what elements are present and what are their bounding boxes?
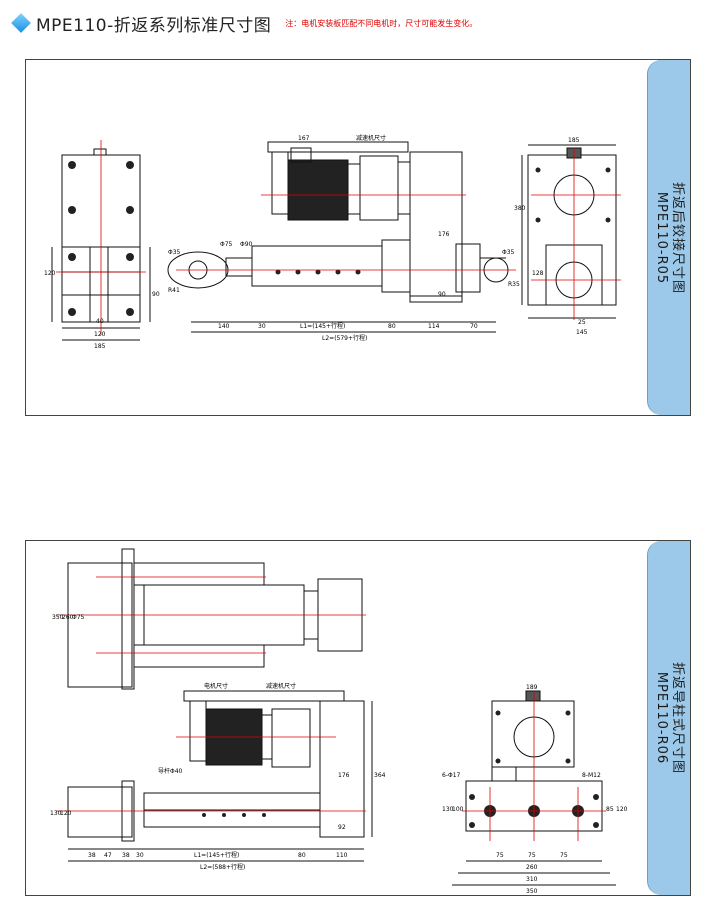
top-view-frame: [67, 562, 133, 688]
dim-holes6: 6-Φ17: [442, 772, 461, 779]
dim-120: 120: [94, 331, 106, 338]
dim-motor: 电机尺寸: [204, 682, 228, 690]
dim-75c: 75: [560, 852, 568, 859]
side-label-model: MPE110-R05: [654, 191, 669, 284]
side-label-title: 折返后铰接尺寸图: [670, 181, 685, 294]
dim-189: 189: [526, 684, 538, 691]
diamond-icon: [11, 13, 31, 33]
page-header: MPE110-折返系列标准尺寸图 注：电机安装板匹配不同电机时，尺寸可能发生变化…: [6, 8, 477, 38]
page-title: MPE110-折返系列标准尺寸图: [36, 15, 272, 36]
dim-114: 114: [428, 323, 440, 330]
dim-185b: 185: [94, 343, 106, 350]
dim-350: 350: [52, 614, 64, 621]
dim-176: 176: [338, 772, 350, 779]
dim-176: 176: [438, 231, 450, 238]
dim-380: 380: [514, 205, 526, 212]
dim-185: 185: [568, 137, 580, 144]
dim-reducer: 减速机尺寸: [266, 682, 296, 690]
dim-phi75: Φ75: [220, 241, 233, 248]
dim-guide: 导杆Φ40: [158, 767, 183, 775]
dim-310: 310: [526, 876, 538, 883]
side-tab-r06: 折返导柱式尺寸图 MPE110-R06: [647, 541, 690, 895]
side-label-model: MPE110-R06: [654, 671, 669, 765]
dim-40: 40: [96, 318, 104, 325]
dim-145: 145: [576, 329, 588, 336]
dim-reducer: 减速机尺寸: [356, 134, 386, 142]
dim-75a: 75: [496, 852, 504, 859]
reducer-body-r06: [319, 700, 365, 838]
dim-90b: 90: [438, 291, 446, 298]
dim-l1: L1=(145+行程): [194, 851, 239, 859]
dim-l2: L2=(588+行程): [200, 863, 245, 871]
dim-110: 110: [336, 852, 348, 859]
dim-l1: L1=(145+行程): [300, 322, 345, 330]
dim-r41: R41: [168, 287, 180, 294]
dim-120: 120: [60, 810, 72, 817]
dim-70: 70: [470, 323, 478, 330]
dim-l2: L2=(579+行程): [322, 334, 367, 342]
dim-90: 90: [152, 291, 160, 298]
motor-body: [287, 159, 349, 221]
dim-38a: 38: [88, 852, 96, 859]
side-tab-r05: 折返后铰接尺寸图 MPE110-R05: [647, 60, 690, 415]
dim-80: 80: [388, 323, 396, 330]
dim-phi90: Φ90: [240, 241, 253, 248]
dim-80: 80: [298, 852, 306, 859]
dim-30: 30: [258, 323, 266, 330]
dim-140: 140: [218, 323, 230, 330]
dim-128: 128: [532, 270, 544, 277]
end-view: [527, 154, 617, 306]
drawing-panel-r05: 167 减速机尺寸 185 Φ35 Φ75 Φ90 176 Φ35 R41 R3…: [25, 59, 691, 416]
side-label-r05: 折返后铰接尺寸图 MPE110-R05: [653, 181, 685, 293]
dim-47: 47: [104, 852, 112, 859]
dim-38b: 38: [122, 852, 130, 859]
side-label-title: 折返导柱式尺寸图: [670, 661, 685, 775]
dim-92: 92: [338, 824, 346, 831]
dim-25: 25: [578, 319, 586, 326]
dim-m12: 8-M12: [582, 772, 601, 779]
dim-r35: R35: [508, 281, 520, 288]
dim-260: 260: [62, 614, 74, 621]
side-label-r06: 折返导柱式尺寸图 MPE110-R06: [653, 662, 685, 774]
dim-350b: 350: [526, 888, 538, 895]
actuator-tube: [251, 245, 383, 287]
dim-phi35a: Φ35: [168, 249, 181, 256]
header-note: 注：电机安装板匹配不同电机时，尺寸可能发生变化。: [285, 18, 478, 28]
dim-130: 130: [50, 810, 62, 817]
dim-130r: 130: [442, 806, 454, 813]
drawing-r05: 167 减速机尺寸 185 Φ35 Φ75 Φ90 176 Φ35 R41 R3…: [44, 134, 621, 350]
dim-100: 100: [452, 806, 464, 813]
dim-120r: 120: [616, 806, 628, 813]
reducer-body: [409, 151, 463, 297]
dim-phi75: Φ75: [72, 614, 85, 621]
dim-120v: 120: [44, 270, 56, 277]
dim-85: 85: [606, 806, 614, 813]
drawing-r06: 350 260 Φ75 电机尺寸 减速机尺寸 导杆Φ40 176 364 130…: [50, 548, 628, 895]
drawing-panel-r06: 350 260 Φ75 电机尺寸 减速机尺寸 导杆Φ40 176 364 130…: [25, 540, 691, 896]
dim-167: 167: [298, 135, 310, 142]
dim-260b: 260: [526, 864, 538, 871]
dim-30: 30: [136, 852, 144, 859]
dim-364: 364: [374, 772, 386, 779]
dim-phi35b: Φ35: [502, 249, 515, 256]
dim-75b: 75: [528, 852, 536, 859]
